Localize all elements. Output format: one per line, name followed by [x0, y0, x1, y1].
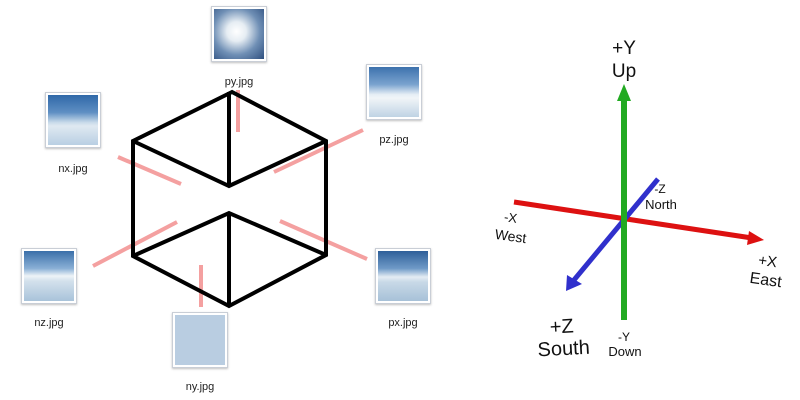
label-plus-y: +Y	[612, 38, 636, 59]
label-east: East	[749, 270, 784, 291]
cube-edges	[131, 89, 328, 309]
z-axis-arrowhead	[566, 275, 582, 291]
y-axis-arrowhead	[617, 84, 631, 101]
filename-nz: nz.jpg	[34, 317, 64, 329]
filename-py: py.jpg	[224, 76, 254, 88]
thumbnail-px[interactable]	[375, 248, 431, 304]
guide-line-upper-left	[117, 155, 182, 186]
filename-px: px.jpg	[388, 317, 418, 329]
x-axis-arrowhead	[747, 231, 764, 245]
label-plus-x: +X	[757, 252, 778, 271]
guide-lines	[92, 90, 368, 307]
thumbnail-nx[interactable]	[45, 92, 101, 148]
guide-line-upper-right	[273, 128, 364, 174]
filename-pz: pz.jpg	[379, 134, 409, 146]
label-up: Up	[612, 61, 636, 82]
x-axis-line	[513, 199, 753, 241]
label-north: North	[645, 197, 677, 212]
label-minus-z: -Z	[654, 182, 665, 196]
label-plus-z: +Z	[549, 315, 574, 338]
label-down: Down	[608, 344, 641, 359]
thumbnail-ny[interactable]	[172, 312, 228, 368]
label-south: South	[537, 337, 590, 362]
label-minus-y: -Y	[618, 330, 630, 344]
filename-nx: nx.jpg	[58, 163, 88, 175]
thumbnail-nz[interactable]	[21, 248, 77, 304]
filename-ny: ny.jpg	[185, 381, 215, 393]
z-axis-line	[572, 177, 660, 282]
label-west: West	[494, 226, 528, 246]
thumbnail-pz[interactable]	[366, 64, 422, 120]
guide-line-lower-right	[279, 219, 368, 261]
thumbnail-py[interactable]	[211, 6, 267, 62]
label-minus-x: -X	[503, 209, 518, 226]
